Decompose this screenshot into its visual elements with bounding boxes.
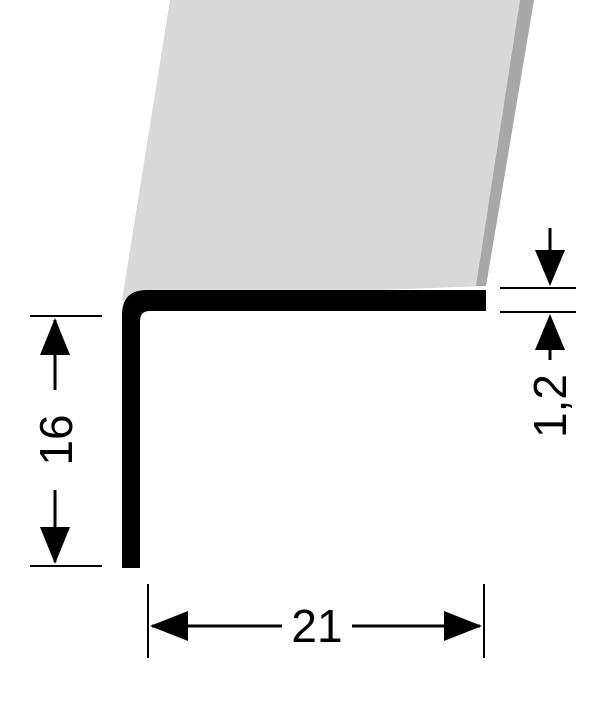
height-label: 16 xyxy=(30,414,82,465)
thickness-label: 1,2 xyxy=(524,374,576,438)
width-dimension: 21 xyxy=(147,584,485,658)
thickness-dimension: 1,2 xyxy=(500,228,576,438)
profile-top-surface xyxy=(122,0,534,300)
width-label: 21 xyxy=(291,600,342,652)
profile-cross-section xyxy=(122,290,486,568)
profile-top-edge-shade xyxy=(476,0,534,286)
height-dimension: 16 xyxy=(30,315,102,567)
